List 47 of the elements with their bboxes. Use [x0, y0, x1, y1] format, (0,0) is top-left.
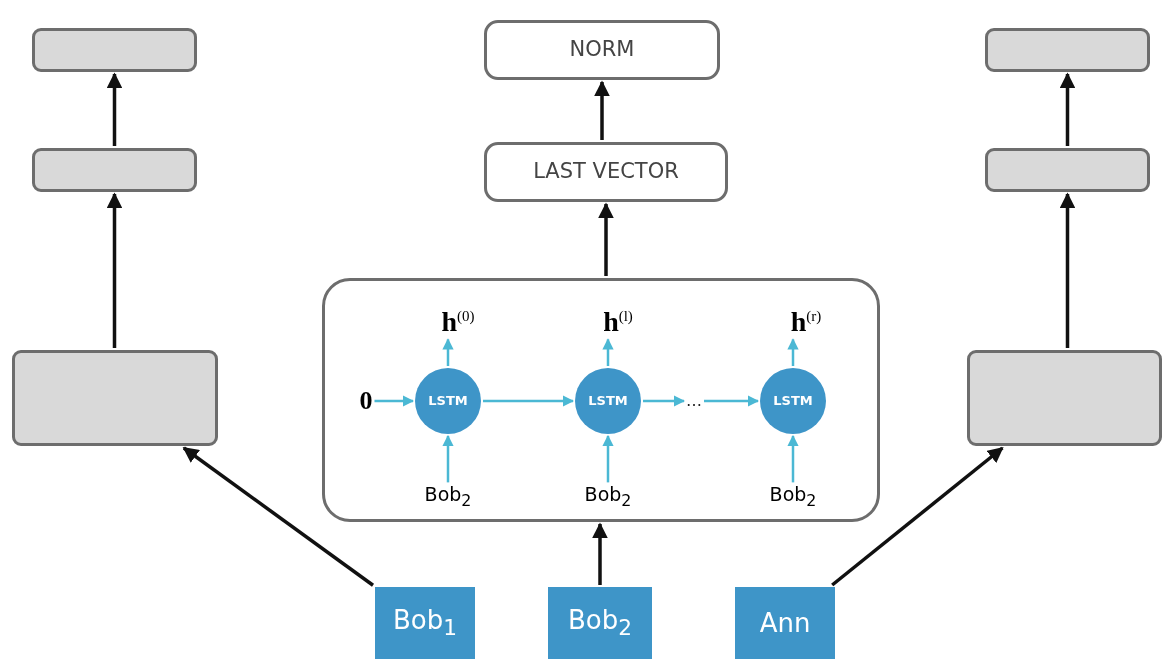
empty-box [32, 148, 197, 192]
arrow [598, 202, 614, 276]
text-label: Bob$_{2}$ [769, 484, 817, 510]
arrow [787, 338, 799, 366]
arrow [106, 72, 123, 146]
ellipsis-label: … [686, 392, 702, 410]
arrow [831, 446, 1004, 587]
arrow [182, 446, 375, 587]
text-label: Bob$_{2}$ [584, 484, 632, 510]
empty-box [32, 28, 197, 72]
empty-box [985, 148, 1150, 192]
arrow [106, 192, 123, 348]
text-label: 0 [359, 386, 373, 416]
process-box [484, 142, 728, 202]
box-label: LSTM [588, 393, 628, 409]
math-label: h$^{(l)}$ [603, 306, 633, 338]
input-box [735, 587, 835, 659]
arrow [594, 80, 610, 140]
arrow [592, 522, 608, 585]
arrow [442, 434, 454, 483]
box-label: NORM [569, 38, 635, 62]
container-box [322, 278, 880, 522]
box-label: Ann [759, 608, 811, 638]
text-label: Bob$_{2}$ [424, 484, 472, 510]
box-label: Bob$_{2}$ [568, 606, 632, 640]
math-label: h$^{(r)}$ [790, 306, 822, 338]
empty-box [967, 350, 1162, 446]
arrow [602, 338, 614, 366]
arrow [643, 395, 686, 407]
arrow [483, 395, 575, 407]
process-box [484, 20, 720, 80]
arrow [1059, 72, 1076, 146]
arrow [602, 434, 614, 483]
box-label: LAST VECTOR [533, 160, 679, 184]
box-label: LSTM [428, 393, 468, 409]
arrow [787, 434, 799, 483]
box-label: LSTM [773, 393, 813, 409]
arrow [704, 395, 760, 407]
arrow [1059, 192, 1076, 348]
arrow [374, 395, 415, 407]
arrow [442, 338, 454, 366]
input-box [375, 587, 475, 659]
empty-box [12, 350, 218, 446]
math-label: h$^{(0)}$ [441, 306, 475, 338]
empty-box [985, 28, 1150, 72]
input-box [548, 587, 652, 659]
box-label: Bob$_{1}$ [393, 606, 457, 640]
